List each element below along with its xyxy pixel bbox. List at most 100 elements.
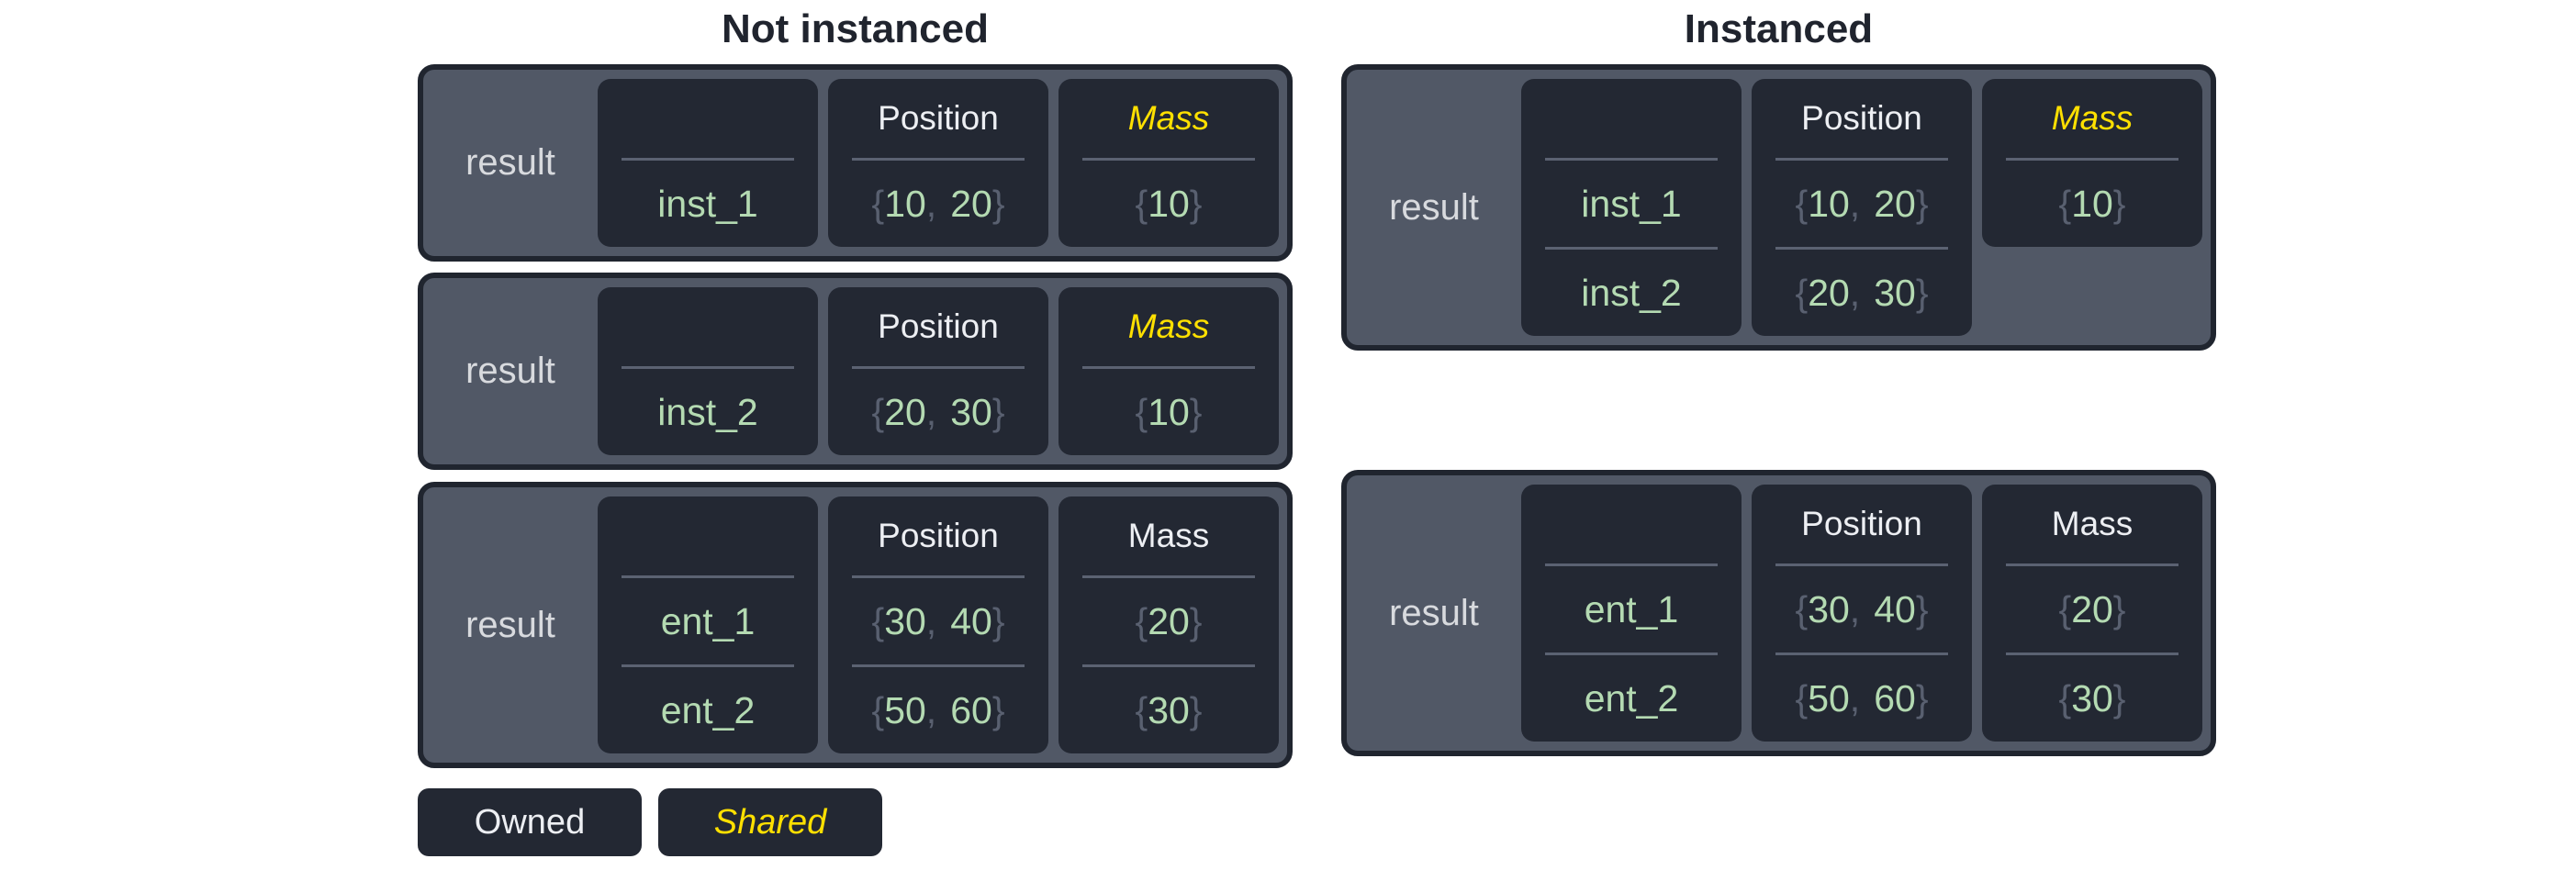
value-number: 20 — [1148, 599, 1190, 642]
position-value: {50,60} — [828, 667, 1048, 753]
value-number: 30 — [950, 390, 992, 433]
divider — [622, 575, 794, 578]
legend-owned: Owned — [418, 788, 642, 856]
legend-shared: Shared — [658, 788, 882, 856]
mass-value: {30} — [1058, 667, 1279, 753]
mass-value: {20} — [1058, 578, 1279, 664]
table-cells: ent_1 ent_2 Position {30,40} {50,60} — [598, 487, 1292, 763]
value-number: 10 — [2071, 182, 2113, 225]
mass-value: {20} — [1982, 566, 2202, 652]
mass-column: Mass {20} {30} — [1982, 485, 2202, 742]
comma: , — [925, 390, 937, 433]
open-brace: { — [1135, 390, 1148, 433]
divider — [1545, 247, 1718, 250]
close-brace: } — [991, 688, 1005, 731]
open-brace: { — [1795, 271, 1809, 314]
close-brace: } — [1915, 182, 1929, 225]
entity-name: ent_2 — [660, 688, 756, 731]
close-brace: } — [991, 390, 1005, 433]
open-brace: { — [2058, 587, 2072, 630]
value-number: 50 — [1808, 676, 1850, 719]
close-brace: } — [1189, 599, 1203, 642]
open-brace: { — [1135, 182, 1148, 225]
divider — [1775, 563, 1948, 566]
divider — [1082, 158, 1255, 161]
position-value: {10,20} — [1752, 161, 1972, 247]
value-number: 10 — [884, 182, 926, 225]
entity-name: inst_2 — [1581, 271, 1682, 314]
comma: , — [1849, 182, 1861, 225]
value-number: 30 — [2071, 676, 2113, 719]
divider — [1082, 575, 1255, 578]
table-cells: inst_1 inst_2 Position {10,20} {20,30} — [1521, 70, 2215, 345]
result-table-entities: result ent_1 ent_2 Position {30,40} — [1341, 470, 2216, 756]
mass-value: {30} — [1982, 655, 2202, 742]
value-number: 30 — [1148, 688, 1190, 731]
value-number: 20 — [1874, 182, 1916, 225]
result-label: result — [465, 351, 555, 391]
entity-name: inst_1 — [1581, 182, 1682, 225]
open-brace: { — [1795, 587, 1809, 630]
value-number: 30 — [1808, 587, 1850, 630]
close-brace: } — [2112, 182, 2126, 225]
open-brace: { — [2058, 676, 2072, 719]
entity-column-header — [1521, 79, 1742, 158]
position-column: Position {10,20} {20,30} — [1752, 79, 1972, 336]
value-number: 60 — [1874, 676, 1916, 719]
result-label: result — [1389, 592, 1479, 633]
entity-column: inst_1 — [598, 79, 818, 247]
value-number: 20 — [950, 182, 992, 225]
position-value: {20,30} — [828, 369, 1048, 455]
entity-column: inst_1 inst_2 — [1521, 79, 1742, 336]
mass-column-header: Mass — [1127, 99, 1210, 137]
mass-column: Mass {10} — [1058, 79, 1279, 247]
divider — [852, 664, 1025, 667]
entity-column: ent_1 ent_2 — [1521, 485, 1742, 742]
value-number: 30 — [884, 599, 926, 642]
value-number: 50 — [884, 688, 926, 731]
divider — [1775, 247, 1948, 250]
mass-column-header: Mass — [2051, 505, 2134, 542]
close-brace: } — [1915, 676, 1929, 719]
mass-value: {10} — [1982, 161, 2202, 247]
not-instanced-title: Not instanced — [722, 6, 989, 51]
value-number: 20 — [884, 390, 926, 433]
mass-column-shared-short: Mass {10} — [1982, 79, 2202, 247]
entity-name: inst_2 — [657, 390, 758, 433]
divider — [622, 366, 794, 369]
result-table-instanced: result inst_1 inst_2 Position {10,20} — [1341, 64, 2216, 351]
position-column-header: Position — [878, 307, 999, 345]
divider — [1545, 563, 1718, 566]
position-value: {30,40} — [1752, 566, 1972, 652]
position-column: Position {10,20} — [828, 79, 1048, 247]
divider — [852, 366, 1025, 369]
divider — [2006, 563, 2178, 566]
comma: , — [925, 688, 937, 731]
comma: , — [1849, 676, 1861, 719]
comma: , — [925, 599, 937, 642]
open-brace: { — [1795, 676, 1809, 719]
divider — [1545, 652, 1718, 655]
close-brace: } — [1915, 587, 1929, 630]
position-column: Position {30,40} {50,60} — [828, 496, 1048, 753]
divider — [1082, 366, 1255, 369]
position-column-header: Position — [878, 517, 999, 554]
open-brace: { — [1795, 182, 1809, 225]
open-brace: { — [871, 688, 885, 731]
mass-value: {10} — [1058, 369, 1279, 455]
result-label: result — [1389, 186, 1479, 228]
legend: Owned Shared — [418, 788, 1293, 856]
divider — [1545, 158, 1718, 161]
divider — [1775, 158, 1948, 161]
open-brace: { — [871, 182, 885, 225]
open-brace: { — [871, 599, 885, 642]
not-instanced-column: Not instanced result inst_1 Position {10… — [418, 4, 1293, 856]
result-table-entities: result ent_1 ent_2 Position {30,40} — [418, 482, 1293, 768]
close-brace: } — [2112, 676, 2126, 719]
mass-value: {10} — [1058, 161, 1279, 247]
value-number: 20 — [2071, 587, 2113, 630]
entity-column-header — [598, 79, 818, 158]
table-cells: ent_1 ent_2 Position {30,40} {50,60} — [1521, 475, 2215, 751]
open-brace: { — [1135, 688, 1148, 731]
